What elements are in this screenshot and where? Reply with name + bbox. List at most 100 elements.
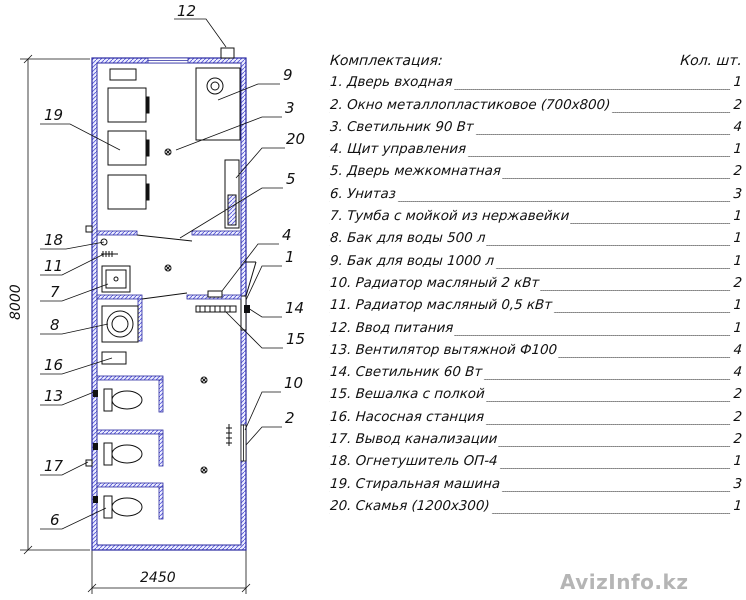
spec-row-name: 6. Унитаз <box>329 185 399 206</box>
coat-rack <box>195 305 237 313</box>
spec-row: 4. Щит управления 1 <box>329 139 743 161</box>
spec-row-name: 5. Дверь межкомнатная <box>329 162 504 183</box>
spec-row-qty: 1 <box>730 296 743 317</box>
callout-17: 17 <box>44 457 64 475</box>
callout-5: 5 <box>286 170 296 188</box>
spec-row: 15. Вешалка с полкой 2 <box>329 384 743 406</box>
coat-hook-right <box>244 305 250 313</box>
callout-18: 18 <box>44 231 63 249</box>
callout-16: 16 <box>44 356 63 374</box>
spec-row-qty: 1 <box>730 140 743 161</box>
spec-row-qty: 4 <box>730 363 743 384</box>
spec-row: 11. Радиатор масляный 0,5 кВт 1 <box>329 295 743 317</box>
sewer-outputs <box>85 225 93 467</box>
width-dimension <box>87 550 251 594</box>
callout-10: 10 <box>284 374 303 392</box>
spec-row-qty: 1 <box>730 229 743 250</box>
spec-row-qty: 1 <box>730 73 743 94</box>
spec-row-qty: 1 <box>730 207 743 228</box>
callout-9: 9 <box>283 66 293 84</box>
interior-doors <box>136 234 193 300</box>
spec-header-qty: Кол. шт. <box>677 51 743 72</box>
spec-row-name: 20. Скамья (1200х300) <box>329 497 493 518</box>
callout-numbers: 12 9 3 19 20 5 18 4 11 1 7 14 8 15 16 13… <box>44 2 305 529</box>
leader-lines <box>40 18 285 530</box>
spec-row: 14. Светильник 60 Вт 4 <box>329 362 743 384</box>
spec-row-name: 8. Бак для воды 500 л <box>329 229 489 250</box>
spec-row-qty: 2 <box>730 162 743 183</box>
spec-row-qty: 1 <box>730 318 743 339</box>
callout-15: 15 <box>286 330 305 348</box>
spec-row: 8. Бак для воды 500 л 1 <box>329 228 743 250</box>
spec-row-name: 9. Бак для воды 1000 л <box>329 251 497 272</box>
control-panel <box>207 290 223 298</box>
spec-header-name: Комплектация: <box>329 51 446 72</box>
spec-row-qty: 2 <box>730 385 743 406</box>
spec-row-qty: 2 <box>730 408 743 429</box>
callout-3: 3 <box>285 99 295 117</box>
spec-row: 19. Стиральная машина 3 <box>329 474 743 496</box>
radiator-small <box>101 251 118 257</box>
water-tank-500 <box>101 305 139 343</box>
callout-13: 13 <box>44 387 63 405</box>
spec-row: 5. Дверь межкомнатная 2 <box>329 161 743 183</box>
spec-row-name: 1. Дверь входная <box>329 73 456 94</box>
spec-row-name: 12. Ввод питания <box>329 318 457 339</box>
watermark: AvizInfo.kz <box>560 570 689 594</box>
spec-row: 6. Унитаз 3 <box>329 184 743 206</box>
spec-row-qty: 1 <box>730 497 743 518</box>
sink-cabinet <box>101 265 131 293</box>
spec-row-name: 18. Огнетушитель ОП-4 <box>329 452 501 473</box>
spec-header: Комплектация: Кол. шт. <box>329 50 743 72</box>
callout-14: 14 <box>285 299 304 317</box>
height-dimension <box>20 54 90 555</box>
power-input-box <box>220 47 235 59</box>
spec-row-name: 15. Вешалка с полкой <box>329 385 488 406</box>
spec-row-qty: 3 <box>730 185 743 206</box>
height-dimension-value: 8000 <box>8 284 24 320</box>
spec-row: 10. Радиатор масляный 2 кВт 2 <box>329 273 743 295</box>
spec-row-qty: 2 <box>730 274 743 295</box>
spec-row-name: 16. Насосная станция <box>329 408 487 429</box>
callout-6: 6 <box>50 511 60 529</box>
spec-row: 20. Скамья (1200х300) 1 <box>329 496 743 518</box>
pump-station <box>101 351 127 365</box>
spec-row-name: 13. Вентилятор вытяжной Ф100 <box>329 341 560 362</box>
callout-8: 8 <box>50 316 60 334</box>
light-90w-group <box>164 148 208 474</box>
callout-11: 11 <box>44 257 63 275</box>
exhaust-fans <box>93 390 98 503</box>
callout-12: 12 <box>177 2 196 20</box>
shelf-top <box>109 68 137 81</box>
spec-row-qty: 4 <box>730 341 743 362</box>
width-dimension-value: 2450 <box>140 570 176 586</box>
window-right <box>240 424 247 462</box>
spec-row-qty: 3 <box>730 474 743 495</box>
callout-2: 2 <box>285 409 295 427</box>
callout-19: 19 <box>44 106 63 124</box>
callout-1: 1 <box>285 248 295 266</box>
specification-table: Комплектация: Кол. шт. 1. Дверь входная 1… <box>329 50 743 518</box>
spec-row-name: 14. Светильник 60 Вт <box>329 363 485 384</box>
spec-row-name: 10. Радиатор масляный 2 кВт <box>329 274 542 295</box>
spec-row-qty: 2 <box>730 95 743 116</box>
spec-row-name: 17. Вывод канализации <box>329 430 500 451</box>
spec-row-name: 2. Окно металлопластиковое (700х800) <box>329 95 613 116</box>
toilets <box>103 388 143 519</box>
spec-row-name: 4. Щит управления <box>329 140 469 161</box>
spec-row: 2. Окно металлопластиковое (700х800) 2 <box>329 95 743 117</box>
spec-row-name: 3. Светильник 90 Вт <box>329 118 477 139</box>
spec-row: 13. Вентилятор вытяжной Ф100 4 <box>329 340 743 362</box>
callout-20: 20 <box>286 130 305 148</box>
callout-4: 4 <box>282 226 292 244</box>
spec-row-name: 11. Радиатор масляный 0,5 кВт <box>329 296 555 317</box>
spec-row-qty: 1 <box>730 452 743 473</box>
spec-row: 18. Огнетушитель ОП-4 1 <box>329 451 743 473</box>
spec-row-name: 19. Стиральная машина <box>329 474 503 495</box>
callout-7: 7 <box>50 283 60 301</box>
